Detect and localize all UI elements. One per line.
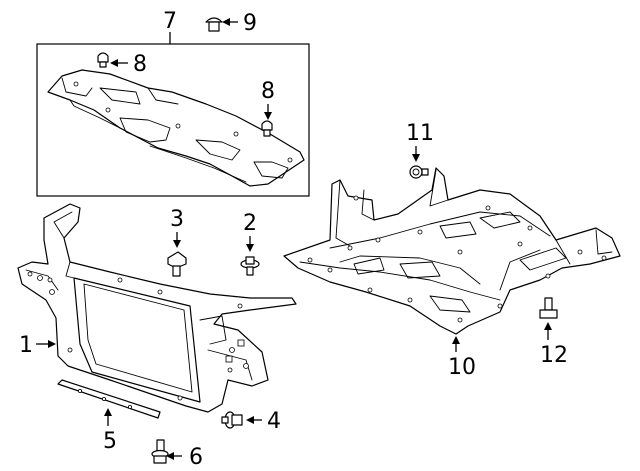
callout-2: 2 <box>243 211 257 236</box>
bolt-icon <box>539 297 558 319</box>
bolt-icon <box>167 251 187 277</box>
bolt-icon <box>151 439 169 464</box>
cover-panel-icon <box>47 69 305 187</box>
clip-icon <box>97 52 109 68</box>
callout-8: 8 <box>133 52 147 77</box>
callout-1: 1 <box>19 333 33 358</box>
callout-labels: 7 9 8 8 11 3 2 1 10 12 4 5 6 <box>19 9 568 470</box>
clip-icon <box>409 165 429 179</box>
callout-9: 9 <box>243 11 257 36</box>
callout-11: 11 <box>406 121 434 146</box>
callout-12: 12 <box>540 343 568 368</box>
callout-5: 5 <box>103 429 117 454</box>
callout-8: 8 <box>261 79 275 104</box>
splash-shield-icon <box>283 167 621 335</box>
callout-3: 3 <box>170 207 184 232</box>
callout-10: 10 <box>448 355 476 380</box>
bolt-icon <box>221 411 243 429</box>
callout-4: 4 <box>267 409 281 434</box>
callout-6: 6 <box>189 445 203 470</box>
clip-icon <box>205 17 223 32</box>
inset-frame <box>36 43 310 197</box>
clip-icon <box>261 120 273 137</box>
callout-7: 7 <box>163 9 177 34</box>
leader-lines <box>36 18 552 460</box>
bolt-icon <box>240 256 260 276</box>
radiator-support-icon <box>17 203 297 413</box>
strip-icon <box>57 379 161 419</box>
